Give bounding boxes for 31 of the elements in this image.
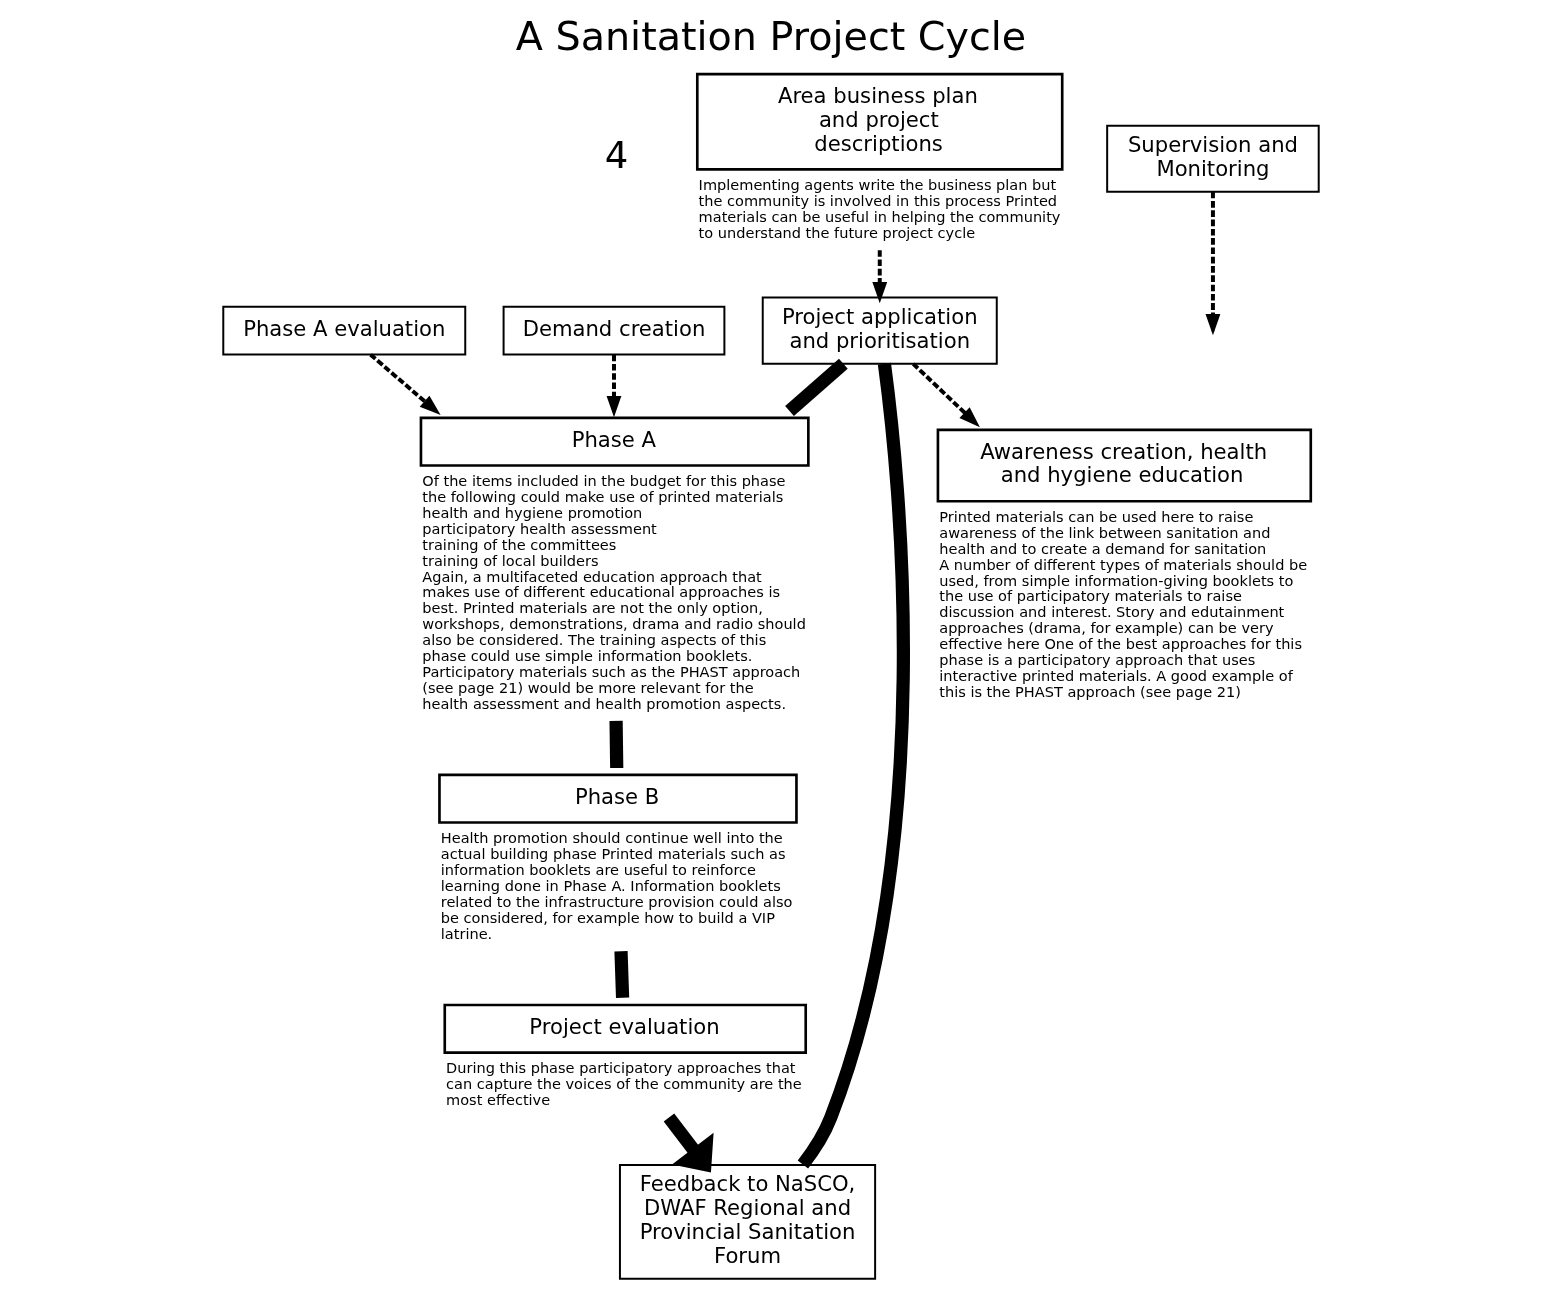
node-box: Awareness creation, health and hygiene education (936, 428, 1312, 503)
node-box: Area business plan and project descriptions (695, 72, 1064, 171)
node-label: training of the committees (421, 536, 616, 553)
node-label: training of local builders (421, 552, 599, 569)
node-label: health and hygiene promotion (421, 505, 642, 522)
node-box: Project application and prioritisation (761, 296, 998, 365)
label: 4 (604, 133, 628, 177)
node-label: Health promotion should continue well into the actual building phase Printed materials such as information booklets are useful to reinforce learning done in Phase A. Information booklets related to the infrastructure provision could also be considered, for example how to build a VIP latrine. (440, 830, 792, 942)
node-box: Phase A evaluation (221, 305, 466, 356)
node-box: Demand creation (502, 305, 725, 356)
node-label: A number of different types of materials should be used, from simple information-giving booklets to the use of participatory materials to raise discussion and interest. Story and edutainment approaches (drama, for example) can be very effective here One of the best approaches for this phase is a participatory approach that uses interactive printed materials. A good example of this is the PHAST approach (see page 21) (938, 556, 1307, 700)
node-label: Printed materials can be used here to raise awareness of the link between sanitation and health and to create a demand for sanitation (938, 509, 1270, 557)
node-box: Feedback to NaSCO, DWAF Regional and Provincial Sanitation Forum (618, 1163, 876, 1280)
node-box: Supervision and Monitoring (1105, 124, 1320, 193)
node-label: Again, a multifaceted education approach that makes use of different educational approaches is best. Printed materials are not the only option, workshops, demonstrations, drama and radio should also be considered. The training aspects of this phase could use simple information booklets. Participatory materials such as the PHAST approach (see page 21) would be more relevant for the health assessment and health promotion aspects. (421, 568, 806, 712)
arrow (911, 362, 980, 428)
node-box: Phase A (419, 416, 810, 467)
node-label: Implementing agents write the business plan but the community is involved in this process Printed materials can be useful in helping the community to understand the future project cycle (698, 177, 1060, 241)
node-box: Project evaluation (442, 1003, 807, 1054)
arrow (606, 354, 621, 418)
connector (613, 951, 629, 999)
arrow (871, 250, 887, 304)
node-box: Phase B (437, 773, 798, 824)
connector (797, 362, 910, 1169)
connector (608, 720, 623, 769)
diagram-title: A Sanitation Project Cycle (515, 13, 1026, 60)
arrow (368, 353, 441, 416)
connector (784, 358, 848, 416)
arrow (663, 1113, 714, 1173)
node-label: participatory health assessment (421, 521, 657, 538)
node-label: During this phase participatory approaches that can capture the voices of the community are the most effective (445, 1060, 802, 1109)
